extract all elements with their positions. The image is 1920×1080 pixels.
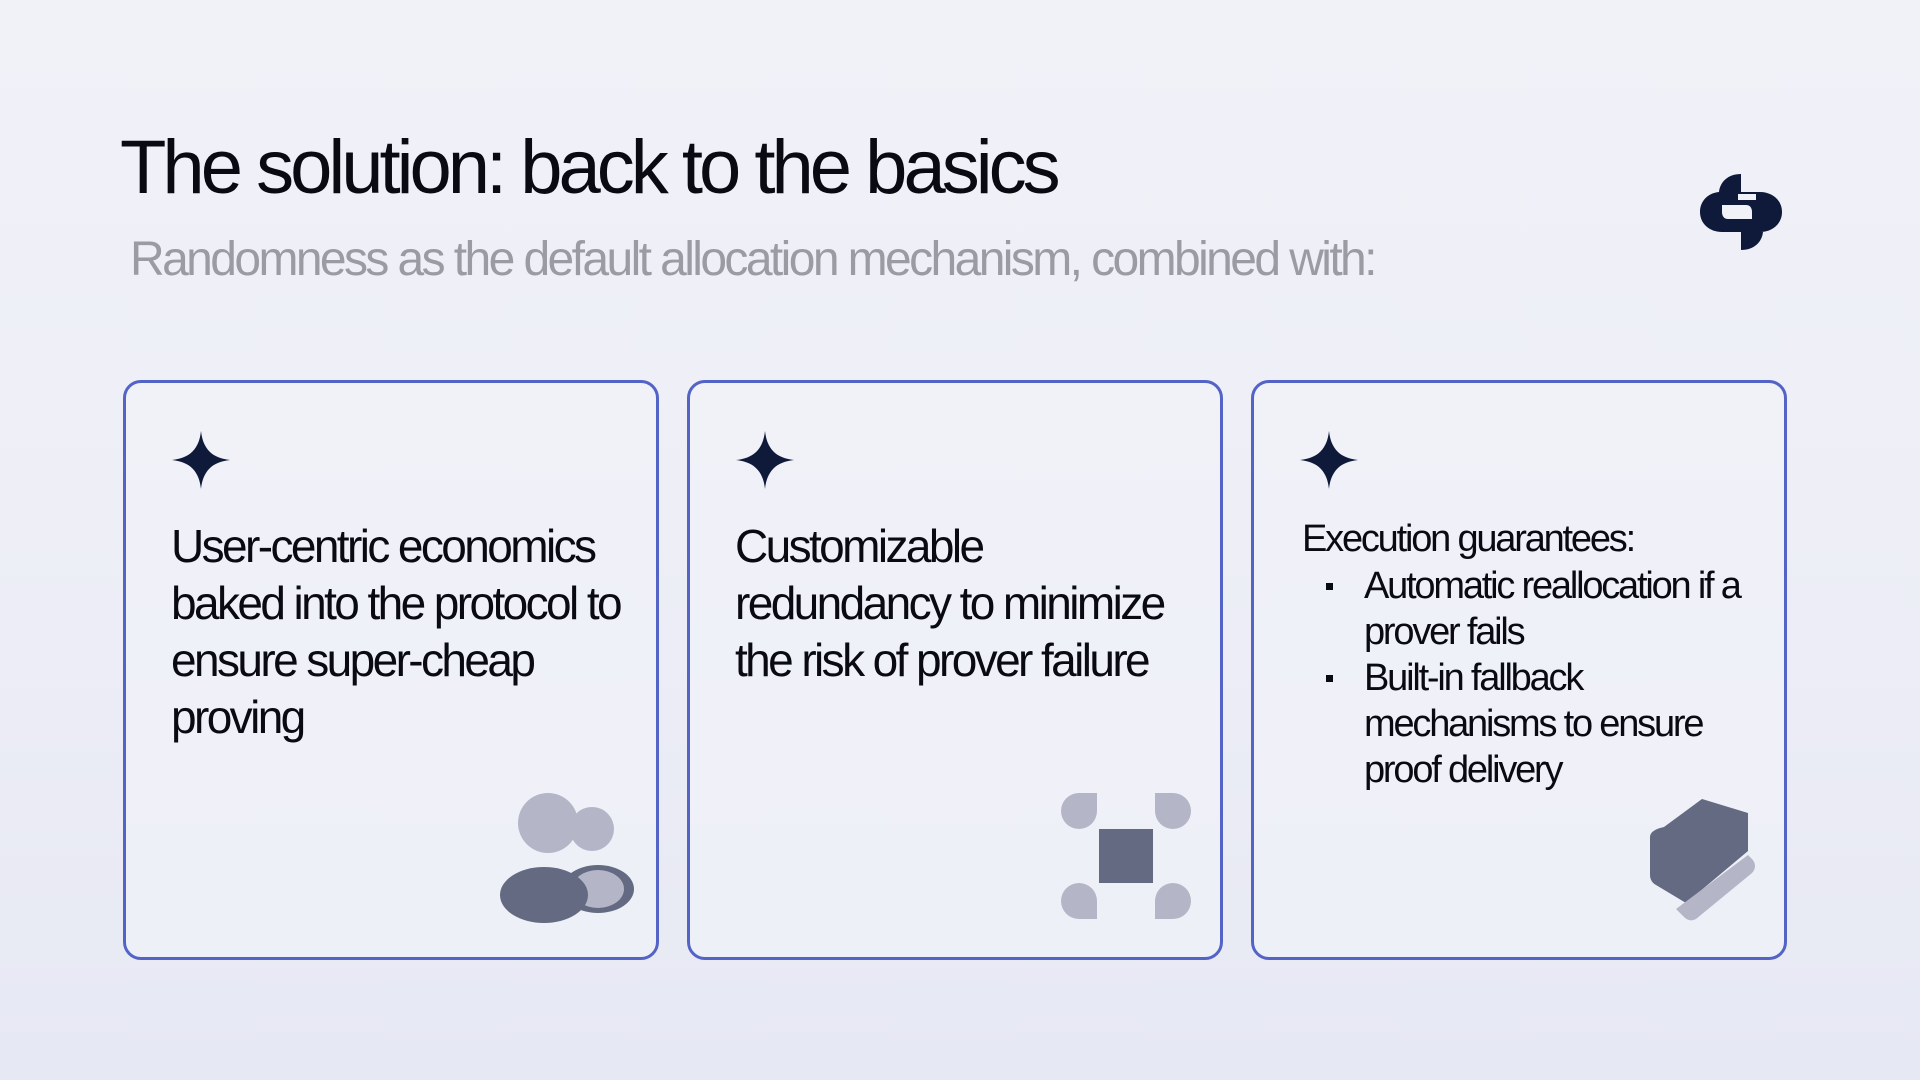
brand-logo-icon [1700,174,1782,250]
card-user-centric-economics: User-centric economics baked into the pr… [123,380,659,960]
list-item: Automatic reallocation if a prover fails [1326,563,1746,655]
sparkle-icon [1300,431,1358,489]
users-icon [500,793,634,923]
card-customizable-redundancy: Customizable redundancy to minimize the … [687,380,1223,960]
bullet-list: Automatic reallocation if a prover fails… [1326,563,1746,793]
nodes-icon [1061,793,1191,919]
card-execution-guarantees: Execution guarantees: Automatic realloca… [1251,380,1787,960]
sparkle-icon [172,431,230,489]
card-text: Customizable redundancy to minimize the … [735,520,1166,686]
list-item: Built-in fallback mechanisms to ensure p… [1326,655,1746,793]
bullet-marker [1326,675,1333,682]
card-heading: Execution guarantees: [1302,518,1636,560]
bullet-text: Automatic reallocation if a prover fails [1364,565,1742,653]
shield-icon [1650,799,1755,921]
bullet-text: Built-in fallback mechanisms to ensure p… [1364,657,1704,791]
card-text: User-centric economics baked into the pr… [171,520,623,743]
slide-title: The solution: back to the basics [120,125,1061,210]
bullet-marker [1326,583,1333,590]
sparkle-icon [736,431,794,489]
slide-subtitle: Randomness as the default allocation mec… [130,233,1377,286]
